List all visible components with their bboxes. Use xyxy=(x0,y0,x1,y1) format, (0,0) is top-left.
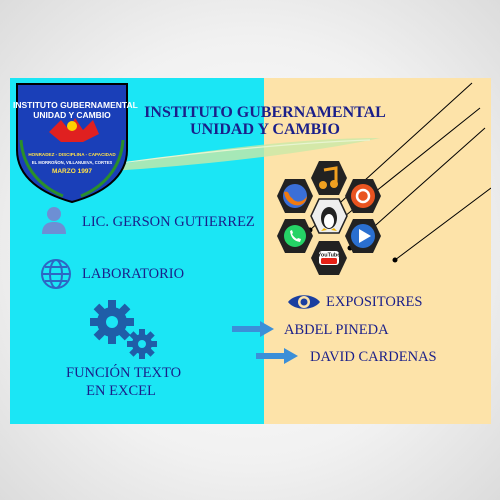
youtube-logo-text: YouTube xyxy=(318,253,341,259)
page-title: INSTITUTO GUBERNAMENTAL UNIDAD Y CAMBIO xyxy=(135,104,395,138)
arrow-right-icon xyxy=(232,321,274,337)
badge-location: EL MORROÑON, VILLANUEVA, CORTES xyxy=(31,160,113,165)
youtube-icon: YouTube xyxy=(311,241,347,275)
title-line1: INSTITUTO GUBERNAMENTAL xyxy=(144,104,386,121)
title-line2: UNIDAD Y CAMBIO xyxy=(190,121,340,138)
topic-line1: FUNCIÓN TEXTO xyxy=(66,365,182,381)
gears-icon xyxy=(90,300,157,359)
teacher-name: LIC. GERSON GUTIERREZ xyxy=(82,214,255,230)
whatsapp-icon xyxy=(277,219,313,253)
badge-founded: MARZO 1997 xyxy=(51,168,93,175)
badge-motto: HONRADEZ - DISCIPLINA - CAPACIDAD xyxy=(28,152,116,157)
presenters-heading: EXPOSITORES xyxy=(326,294,423,310)
eye-icon xyxy=(288,295,320,309)
presenter-name-2: DAVID CARDENAS xyxy=(310,349,437,365)
arrow-right-icon xyxy=(256,348,298,364)
globe-icon xyxy=(41,259,71,289)
badge-name-line2: UNIDAD Y CAMBIO xyxy=(33,110,111,120)
school-badge-logo: INSTITUTO GUBERNAMENTAL UNIDAD Y CAMBIO … xyxy=(13,80,138,204)
subject-label: LABORATORIO xyxy=(82,266,185,282)
badge-name-line1: INSTITUTO GUBERNAMENTAL xyxy=(13,100,138,110)
linux-penguin-icon xyxy=(310,198,348,234)
media-player-icon xyxy=(345,219,381,253)
topic-title: FUNCIÓN TEXTO EN EXCEL xyxy=(66,364,182,400)
ubuntu-icon xyxy=(345,179,381,213)
topic-line2: EN EXCEL xyxy=(86,383,156,399)
person-icon xyxy=(42,207,66,234)
music-icon xyxy=(311,161,347,195)
presenter-name-1: ABDEL PINEDA xyxy=(284,322,389,338)
slide: INSTITUTO GUBERNAMENTAL UNIDAD Y CAMBIO … xyxy=(10,78,491,424)
app-icon-cluster: YouTube xyxy=(272,160,390,282)
firefox-icon xyxy=(277,179,313,213)
